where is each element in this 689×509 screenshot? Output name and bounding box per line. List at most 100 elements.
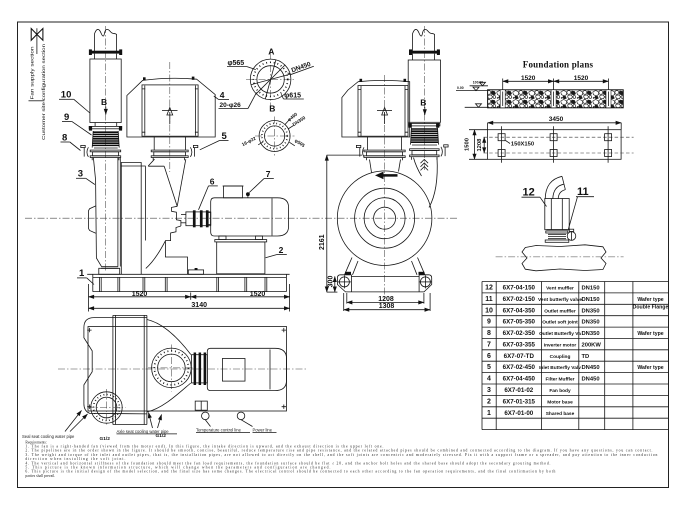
svg-text:3. The weight and torque of th: 3. The weight and torque of the inlet an… bbox=[25, 453, 657, 458]
svg-text:1520: 1520 bbox=[250, 291, 266, 298]
svg-text:3450: 3450 bbox=[549, 116, 564, 123]
svg-text:6X7-02-450: 6X7-02-450 bbox=[503, 364, 536, 371]
svg-text:1208: 1208 bbox=[477, 138, 483, 152]
svg-text:parties shall prevail.: parties shall prevail. bbox=[25, 474, 55, 478]
svg-text:8: 8 bbox=[487, 330, 491, 337]
svg-text:Wafer type: Wafer type bbox=[637, 297, 663, 303]
svg-text:2: 2 bbox=[487, 398, 491, 405]
svg-text:Motor base: Motor base bbox=[547, 399, 573, 405]
svg-text:Customer site configuration se: Customer site configuration section bbox=[41, 44, 47, 140]
svg-text:6X7-01-00: 6X7-01-00 bbox=[504, 410, 533, 417]
svg-text:0.00: 0.00 bbox=[457, 86, 464, 90]
svg-text:1520: 1520 bbox=[132, 291, 148, 298]
svg-text:φ505: φ505 bbox=[294, 138, 306, 148]
svg-text:φ460: φ460 bbox=[287, 111, 299, 122]
svg-text:9: 9 bbox=[64, 112, 69, 123]
svg-text:9: 9 bbox=[487, 319, 491, 326]
svg-text:12: 12 bbox=[485, 285, 493, 292]
svg-text:6X7-04-350: 6X7-04-350 bbox=[503, 307, 536, 314]
svg-text:100.00: 100.00 bbox=[473, 80, 483, 84]
svg-text:Shared base: Shared base bbox=[546, 411, 575, 417]
svg-text:6X7-03-355: 6X7-03-355 bbox=[503, 341, 536, 348]
svg-text:Wafer type: Wafer type bbox=[637, 331, 663, 337]
svg-text:DN450: DN450 bbox=[582, 377, 600, 383]
svg-text:DN350: DN350 bbox=[582, 320, 600, 326]
svg-text:φ615: φ615 bbox=[284, 93, 301, 100]
svg-text:2: 2 bbox=[279, 245, 284, 255]
svg-text:150X150: 150X150 bbox=[511, 141, 534, 147]
svg-text:φ565: φ565 bbox=[228, 60, 245, 67]
svg-text:A: A bbox=[268, 46, 274, 56]
svg-text:1308: 1308 bbox=[379, 303, 395, 310]
svg-text:10: 10 bbox=[485, 307, 493, 314]
svg-text:5: 5 bbox=[222, 131, 228, 142]
svg-text:Inlet Butterfly Valv: Inlet Butterfly Valv bbox=[539, 365, 581, 371]
svg-text:1208: 1208 bbox=[378, 296, 394, 303]
svg-text:8: 8 bbox=[62, 132, 67, 143]
svg-text:2161: 2161 bbox=[319, 234, 326, 250]
svg-text:B: B bbox=[420, 97, 426, 107]
svg-text:300: 300 bbox=[328, 276, 335, 288]
svg-text:6: 6 bbox=[487, 353, 491, 360]
svg-text:Vent butterfly valve: Vent butterfly valve bbox=[538, 297, 582, 303]
svg-text:4: 4 bbox=[220, 90, 225, 100]
svg-text:DN350: DN350 bbox=[582, 308, 600, 314]
svg-text:6X7-01-02: 6X7-01-02 bbox=[504, 387, 533, 394]
svg-text:10: 10 bbox=[61, 90, 72, 101]
svg-text:7: 7 bbox=[266, 169, 271, 179]
svg-text:Foundation plans: Foundation plans bbox=[523, 60, 594, 70]
svg-text:Power line: Power line bbox=[253, 427, 273, 432]
svg-text:Vent muffler: Vent muffler bbox=[546, 286, 574, 292]
svg-text:7: 7 bbox=[487, 341, 491, 348]
svg-text:1. The fan is a right-handed f: 1. The fan is a right-handed fan (viewed… bbox=[25, 445, 383, 450]
svg-text:6X7-02-150: 6X7-02-150 bbox=[503, 296, 536, 303]
svg-text:DN450: DN450 bbox=[582, 365, 600, 371]
svg-text:1: 1 bbox=[79, 268, 85, 279]
svg-text:B: B bbox=[269, 104, 275, 114]
svg-text:11: 11 bbox=[577, 186, 589, 198]
svg-text:Inverter motor: Inverter motor bbox=[544, 342, 577, 348]
svg-text:TD: TD bbox=[582, 354, 590, 360]
svg-text:6X7-02-350: 6X7-02-350 bbox=[503, 330, 536, 337]
svg-text:6X7-05-350: 6X7-05-350 bbox=[503, 319, 536, 326]
svg-text:5: 5 bbox=[487, 364, 491, 371]
svg-text:Seal seat cooling water pipe: Seal seat cooling water pipe bbox=[22, 434, 75, 439]
svg-text:Outlet muffler: Outlet muffler bbox=[544, 308, 576, 314]
svg-text:3140: 3140 bbox=[191, 302, 207, 309]
svg-text:12: 12 bbox=[523, 187, 535, 199]
svg-text:1500: 1500 bbox=[465, 138, 471, 151]
svg-text:Requirements:: Requirements: bbox=[25, 440, 47, 444]
svg-text:6X7-07-TD: 6X7-07-TD bbox=[504, 353, 535, 360]
svg-text:4: 4 bbox=[487, 376, 491, 383]
svg-text:DN350: DN350 bbox=[582, 331, 600, 337]
svg-text:Outlet Butterfly Va: Outlet Butterfly Va bbox=[539, 331, 581, 337]
svg-text:200KW: 200KW bbox=[582, 342, 602, 348]
svg-text:Outlet soft joint: Outlet soft joint bbox=[542, 320, 578, 326]
svg-text:4. The vertical and horizontal: 4. The vertical and horizontal stiffness… bbox=[25, 461, 550, 466]
svg-text:DN150: DN150 bbox=[582, 286, 600, 292]
svg-text:1520: 1520 bbox=[521, 75, 536, 82]
svg-text:11: 11 bbox=[485, 296, 493, 303]
svg-text:Coupling: Coupling bbox=[550, 354, 571, 360]
svg-text:Fan body: Fan body bbox=[549, 388, 571, 394]
svg-text:6X7-01-315: 6X7-01-315 bbox=[503, 398, 536, 405]
svg-text:6: 6 bbox=[210, 176, 215, 186]
svg-text:16-φ22: 16-φ22 bbox=[241, 136, 257, 147]
svg-text:DN150: DN150 bbox=[582, 297, 600, 303]
svg-text:G1/2: G1/2 bbox=[156, 433, 167, 439]
svg-text:1: 1 bbox=[487, 410, 491, 417]
svg-text:20-φ26: 20-φ26 bbox=[220, 102, 242, 109]
svg-text:3: 3 bbox=[487, 387, 491, 394]
svg-text:Wafer type: Wafer type bbox=[637, 365, 663, 371]
svg-text:6X7-04-150: 6X7-04-150 bbox=[503, 285, 536, 292]
svg-text:Fan supply section: Fan supply section bbox=[30, 46, 36, 99]
svg-text:Temperature control line: Temperature control line bbox=[196, 427, 242, 432]
svg-text:1520: 1520 bbox=[574, 75, 589, 82]
svg-text:3: 3 bbox=[78, 169, 83, 180]
svg-text:5. This picture is the known i: 5. This picture is the known information… bbox=[25, 466, 330, 471]
svg-text:G1/2: G1/2 bbox=[100, 436, 111, 442]
svg-text:Axle seat cooling water pipe: Axle seat cooling water pipe bbox=[117, 429, 170, 434]
svg-text:direction when installing the: direction when installing the soft joint… bbox=[25, 457, 125, 461]
svg-text:Double Flange: Double Flange bbox=[633, 305, 669, 311]
svg-text:Filter Muffler: Filter Muffler bbox=[545, 377, 574, 383]
